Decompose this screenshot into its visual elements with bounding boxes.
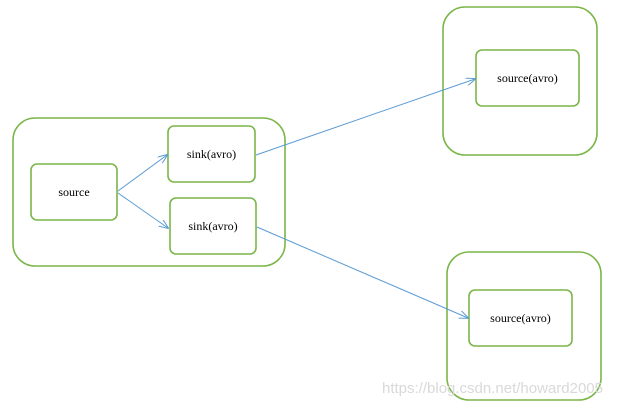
edge-source-to-sink-bottom bbox=[117, 192, 168, 228]
node-remote-source-top: source(avro) bbox=[475, 49, 580, 107]
node-sink-bottom-label: sink(avro) bbox=[188, 219, 237, 233]
edge-sink-top-to-remote-top bbox=[255, 79, 475, 156]
node-remote-source-top-label: source(avro) bbox=[497, 71, 558, 85]
node-sink-bottom-box bbox=[169, 197, 257, 255]
node-sink-top-label: sink(avro) bbox=[187, 147, 236, 161]
node-sink-bottom: sink(avro) bbox=[169, 197, 257, 255]
node-remote-source-bottom: source(avro) bbox=[468, 289, 573, 347]
node-sink-top: sink(avro) bbox=[167, 125, 256, 183]
edge-source-to-sink-top bbox=[117, 155, 167, 192]
node-source: source bbox=[30, 163, 118, 221]
node-source-box bbox=[30, 163, 118, 221]
node-remote-source-bottom-label: source(avro) bbox=[490, 311, 551, 325]
watermark-text: https://blog.csdn.net/howard2005 bbox=[382, 380, 603, 397]
node-source-label: source bbox=[58, 185, 89, 199]
edge-sink-bottom-to-remote-bottom bbox=[256, 226, 468, 318]
